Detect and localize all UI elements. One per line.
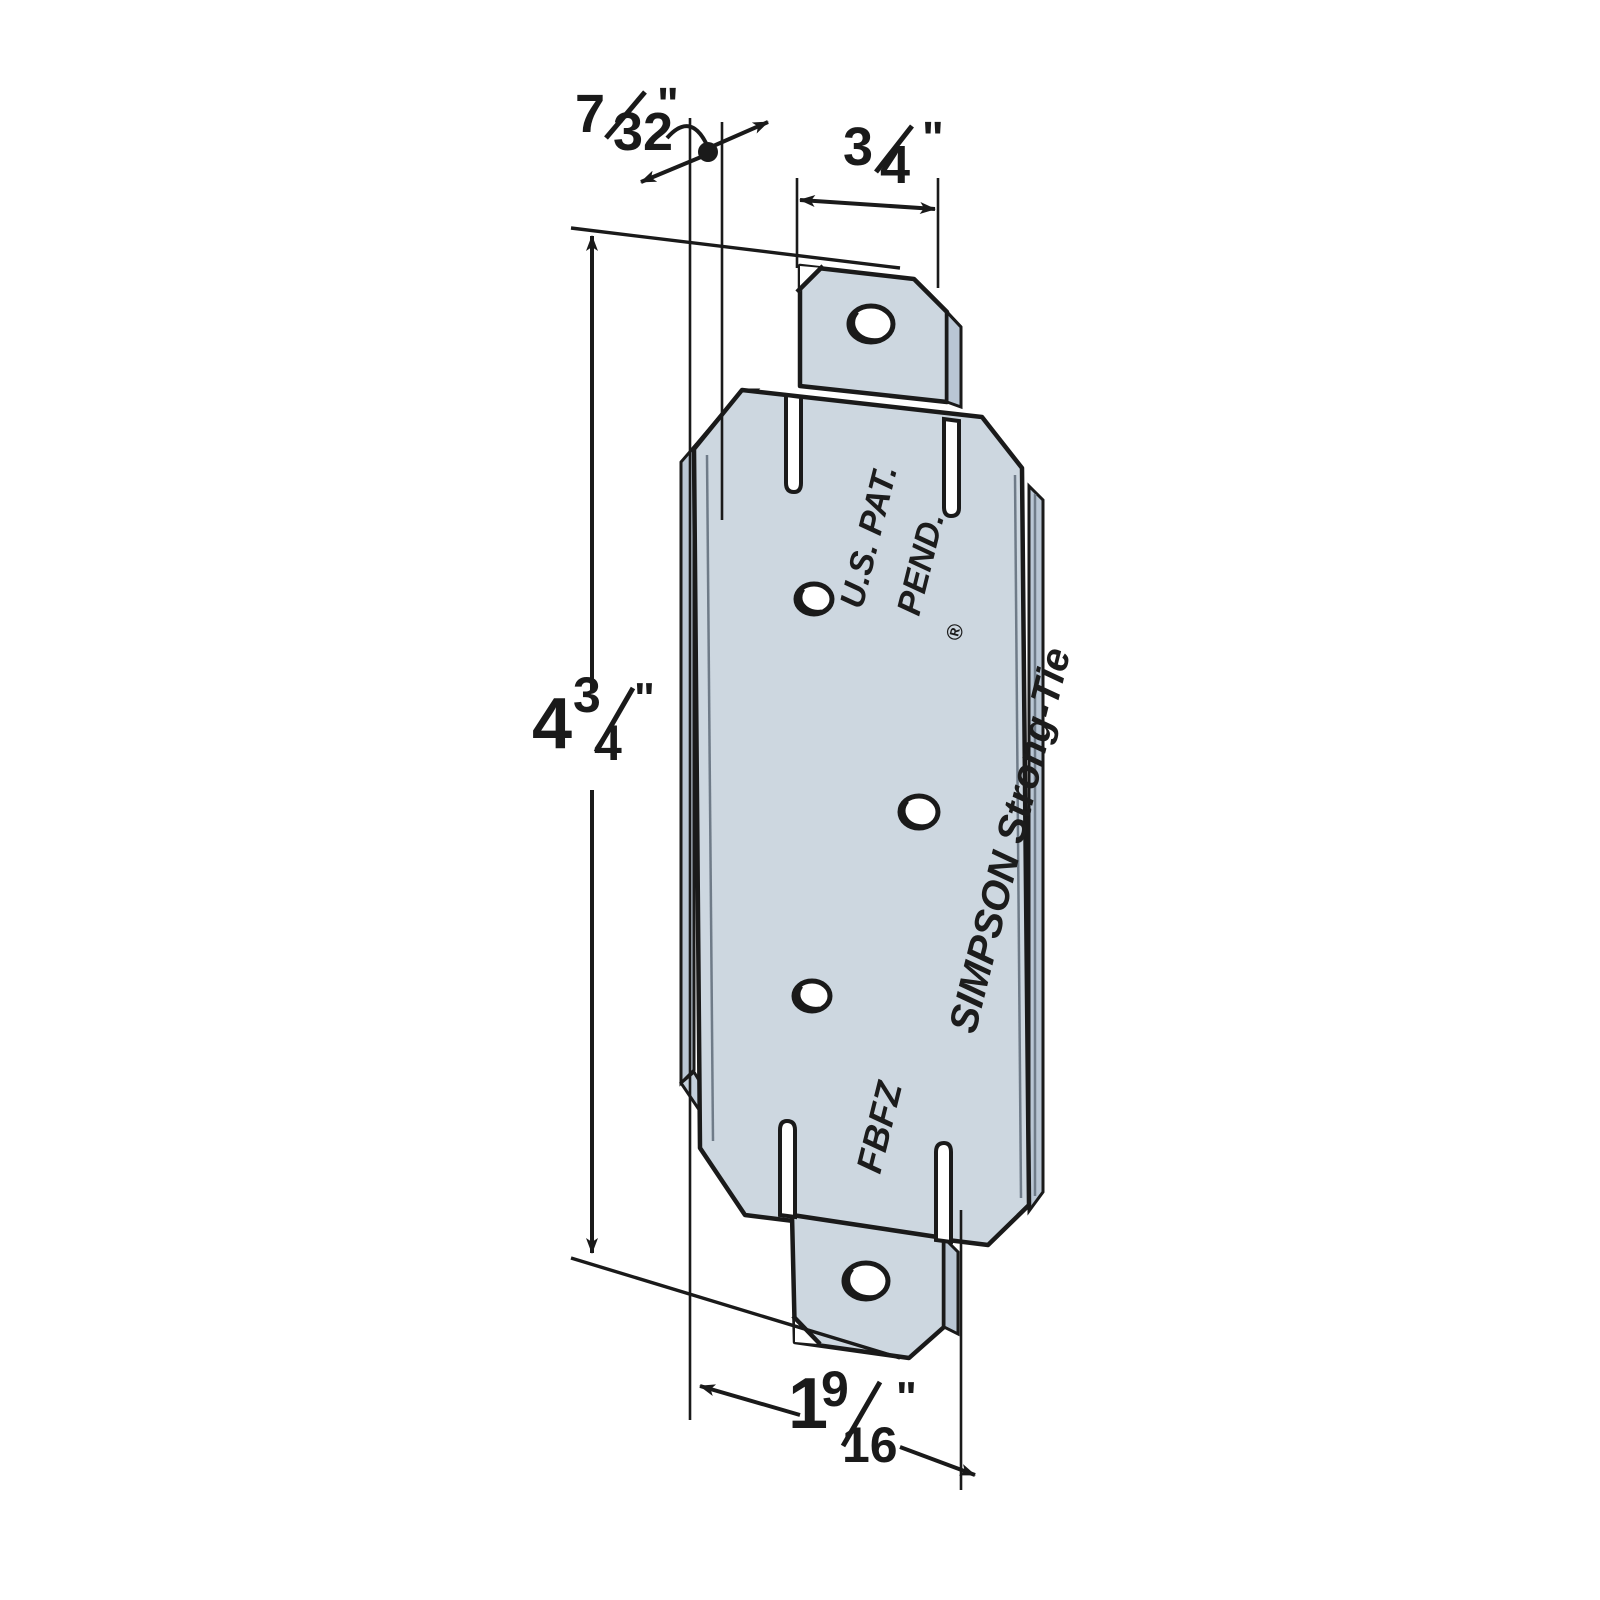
upper-tab-left-chamfer-edge <box>795 264 825 294</box>
right-crease-line <box>1013 474 1023 1199</box>
bracket-slots <box>778 392 961 1245</box>
dimension-overall-height: 4 3 4 " <box>532 226 901 1360</box>
overall-width-label: 1 9 16 " <box>788 1361 917 1473</box>
bracket-holes <box>791 303 941 1302</box>
lower-tab-right-face <box>942 1234 960 1337</box>
thickness-dot <box>698 142 718 162</box>
tab-width-label: 3 4 " <box>843 112 944 195</box>
thickness-label: 7 32 " <box>575 78 679 162</box>
overall-height-label: 4 3 4 " <box>532 667 655 771</box>
thickness-fraction-bar <box>604 90 647 140</box>
registered-trademark-icon: ® <box>941 621 969 644</box>
bracket-main-body <box>691 387 1032 1248</box>
upper-tab-chamfer-face <box>912 277 963 329</box>
slot-upper-right <box>942 416 961 519</box>
width-arrow-right <box>899 1445 976 1477</box>
hole-top <box>846 303 896 345</box>
thickness-leader-curve <box>665 124 708 144</box>
slot-upper-left <box>784 392 803 495</box>
height-whole: 4 <box>532 684 572 764</box>
thickness-numerator: 7 <box>575 84 605 144</box>
width-numerator: 9 <box>821 1361 849 1417</box>
width-unit: " <box>896 1373 917 1422</box>
bracket-part: U.S. PAT. PEND. SIMPSON Strong-Tie ® FBF… <box>679 263 1079 1361</box>
height-fraction-bar <box>593 686 636 754</box>
width-whole: 1 <box>788 1364 828 1444</box>
thickness-unit: " <box>657 78 679 130</box>
dimension-thickness: 7 32 " <box>575 78 769 184</box>
height-upper-leader <box>570 226 901 270</box>
dimension-overall-width: 1 9 16 " <box>699 1361 976 1477</box>
thickness-arrow-right <box>710 120 769 149</box>
thickness-denominator: 32 <box>613 102 673 162</box>
width-arrow-left <box>699 1384 801 1417</box>
hole-upper-left <box>793 581 835 617</box>
bracket-crease-lines <box>705 454 1037 1199</box>
hole-bottom <box>841 1260 891 1302</box>
left-edge-face <box>679 442 696 1087</box>
tab-width-unit: " <box>922 112 944 164</box>
height-unit: " <box>634 674 655 723</box>
witness-lines <box>688 118 963 1490</box>
hole-lower-left <box>791 978 833 1014</box>
dimension-tab-width: 3 4 " <box>799 112 944 214</box>
width-fraction-bar <box>840 1380 883 1448</box>
slot-lower-left <box>778 1118 797 1220</box>
height-numerator: 3 <box>573 667 601 723</box>
tab-width-fraction-bar <box>874 124 914 174</box>
height-denominator: 4 <box>594 715 622 771</box>
width-denominator: 16 <box>842 1417 898 1473</box>
height-lower-leader <box>570 1256 901 1360</box>
slot-lower-right <box>934 1140 953 1245</box>
tab-width-dim-line <box>799 195 936 214</box>
tab-width-denominator: 4 <box>880 135 910 195</box>
left-crease-line <box>705 454 715 1142</box>
hole-center <box>897 793 941 831</box>
tab-width-numerator: 3 <box>843 117 873 177</box>
dimension-annotations: 7 32 " 3 4 " <box>532 78 976 1490</box>
